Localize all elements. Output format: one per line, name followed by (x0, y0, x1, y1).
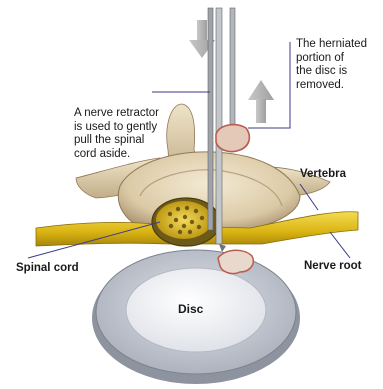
up-arrow-icon (248, 80, 274, 123)
callout-nerve-root (330, 232, 350, 258)
spinal-cord-label: Spinal cord (16, 262, 79, 276)
herniated-note: The herniated portion of the disc is rem… (296, 38, 367, 92)
callout-herniated (248, 42, 290, 128)
herniation-fragment (218, 250, 253, 273)
vertebra-label: Vertebra (300, 168, 346, 182)
nerve-root-label: Nerve root (304, 260, 362, 274)
disc (92, 250, 300, 384)
removed-fragment (216, 125, 249, 152)
retractor-note: A nerve retractor is used to gently pull… (74, 107, 159, 161)
disc-label: Disc (178, 303, 203, 317)
